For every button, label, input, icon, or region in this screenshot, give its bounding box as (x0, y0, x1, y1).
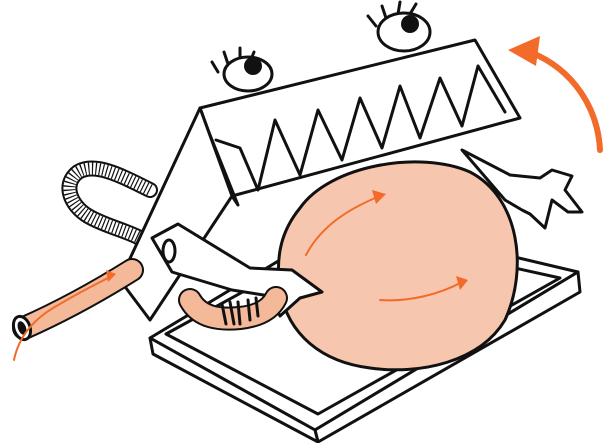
taped-tube (178, 286, 288, 331)
cartoon-eye-icon (210, 0, 432, 93)
balloon (276, 160, 519, 372)
curved-arrow-icon (508, 36, 603, 153)
side-flap (460, 148, 584, 230)
lid-teeth (214, 64, 507, 192)
pink-tube (11, 258, 144, 342)
flow-arrow-icon (13, 190, 468, 361)
box-lid (118, 38, 522, 322)
tray-left-wall (148, 336, 320, 443)
right-eye (366, 0, 432, 53)
left-eye (210, 46, 274, 93)
corrugated-hose (61, 160, 158, 246)
